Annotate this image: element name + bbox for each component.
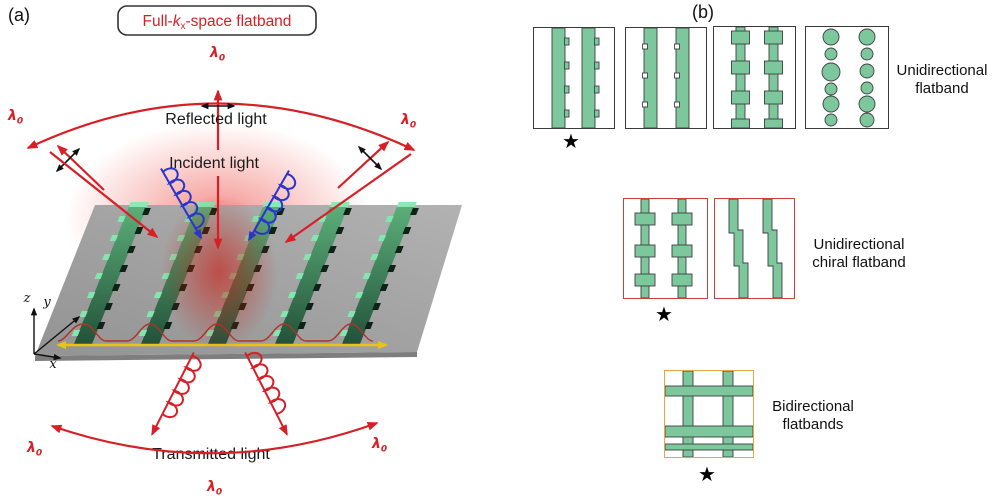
unit-cell-stripes-with-side-teeth [533, 27, 615, 129]
star-marker-row1: ★ [562, 131, 580, 153]
lambda0-top-left: λ0 [7, 108, 23, 127]
lambda0-top-center: λ0 [209, 45, 225, 64]
label-line: Unidirectional [813, 236, 905, 253]
polarization-arrow-right [357, 145, 383, 171]
incident-helix-right [247, 170, 299, 242]
unit-cell-stripes-with-paired-tabs [623, 198, 708, 299]
group-label-unidirectional-chiral-flatband: Unidirectional chiral flatband [800, 236, 918, 272]
lambda0-bottom-center: λ0 [206, 479, 222, 498]
lambda0-bottom-left: λ0 [26, 440, 42, 459]
unit-cell-castellated-stripes [713, 26, 796, 129]
polarization-arrow-left [55, 147, 81, 173]
label-line: flatband [915, 80, 969, 97]
incident-helix-left [160, 164, 208, 240]
star-marker-row3: ★ [698, 464, 716, 486]
incident-beam-left [49, 151, 159, 239]
unit-cell-staircase-stripes [714, 198, 795, 299]
unit-cell-crossed-grid [664, 370, 754, 458]
transmitted-helix-right [244, 348, 289, 436]
coordinate-axes: z y x [23, 291, 81, 372]
group-label-unidirectional-flatband: Unidirectional flatband [886, 62, 998, 98]
flatband-title-box: Full-kx-space flatband [117, 5, 317, 36]
transmitted-wavelength-arc [50, 421, 379, 455]
panel-b-label: (b) [692, 2, 714, 22]
reflected-beam-right [337, 140, 390, 189]
grating-ridge [339, 202, 419, 344]
lambda0-bottom-right: λ0 [371, 436, 387, 455]
unit-cell-stripes-with-notches [625, 27, 707, 129]
panel-a-label: (a) [8, 5, 30, 25]
group-label-bidirectional-flatbands: Bidirectional flatbands [758, 398, 868, 434]
transmitted-helix-left [151, 351, 205, 436]
incident-beam-right [284, 153, 412, 243]
z-axis-label: z [23, 291, 31, 306]
lambda0-top-right: λ0 [400, 112, 416, 131]
star-marker-row2: ★ [655, 304, 673, 326]
label-line: flatbands [782, 416, 844, 433]
panel-a-illustration: (a) Full-kx-space flatband λ0 λ0 λ0 [7, 5, 462, 498]
reflected-light-label: Reflected light [165, 111, 267, 128]
x-axis-label: x [49, 357, 57, 372]
grating-ridge [71, 202, 151, 344]
label-line: chiral flatband [812, 254, 906, 271]
incident-light-label: Incident light [169, 155, 259, 172]
label-line: Bidirectional [772, 398, 854, 415]
label-line: Unidirectional [896, 62, 988, 79]
unit-cell-disk-columns [805, 26, 889, 129]
transmitted-light-label: Transmitted light [152, 446, 270, 463]
y-axis-label: y [42, 295, 51, 310]
flatband-title: Full-kx-space flatband [143, 13, 292, 32]
